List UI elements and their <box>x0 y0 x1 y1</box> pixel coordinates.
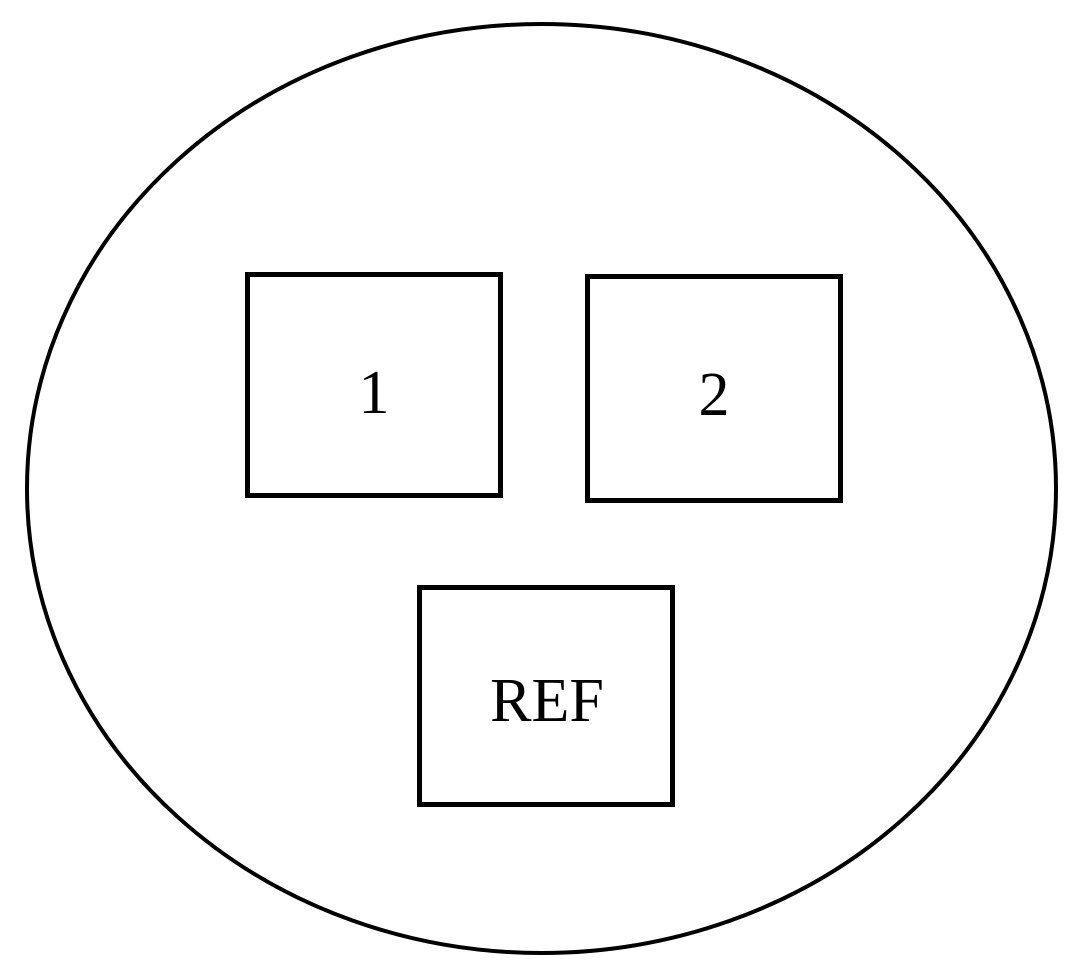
region-label-ref: REF <box>490 667 604 735</box>
region-box-1 <box>245 272 503 498</box>
region-label-2: 2 <box>699 361 730 429</box>
region-box-ref <box>417 585 675 807</box>
ellipse-boundary-outline <box>25 22 1058 955</box>
region-label-1: 1 <box>359 359 390 427</box>
region-box-2 <box>585 274 843 503</box>
